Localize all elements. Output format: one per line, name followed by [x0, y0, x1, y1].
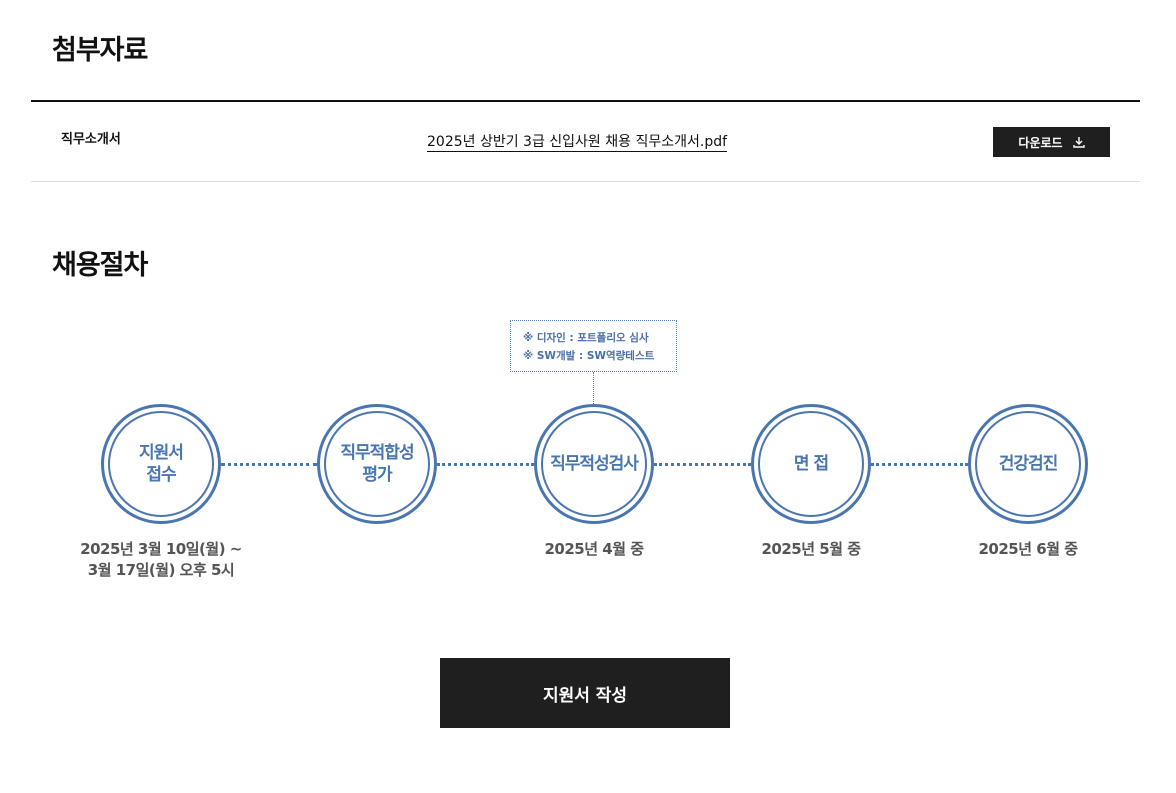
- download-button[interactable]: 다운로드: [993, 127, 1110, 157]
- step-date: 2025년 4월 중: [544, 540, 644, 558]
- step-aptitude-test: 직무적성검사: [534, 404, 654, 524]
- step-job-fit-evaluation: 직무적합성 평가: [317, 404, 437, 524]
- step-label: 지원서 접수: [108, 411, 214, 517]
- attachment-label: 직무소개서: [61, 132, 121, 147]
- note-line: ※ SW개발 : SW역량테스트: [523, 350, 655, 362]
- note-line: ※ 디자인 : 포트폴리오 심사: [523, 332, 649, 344]
- step-label: 건강검진: [975, 411, 1081, 517]
- step-connector: [437, 463, 534, 466]
- aptitude-test-note: ※ 디자인 : 포트폴리오 심사 ※ SW개발 : SW역량테스트: [510, 320, 677, 372]
- download-icon: [1072, 137, 1085, 148]
- process-title: 채용절차: [52, 250, 148, 281]
- step-date: 2025년 3월 10일(월) ~ 3월 17일(월) 오후 5시: [80, 540, 242, 579]
- step-application: 지원서 접수: [101, 404, 221, 524]
- divider: [31, 100, 1140, 102]
- step-label: 면 접: [758, 411, 864, 517]
- attachments-title: 첨부자료: [52, 35, 148, 66]
- divider: [31, 181, 1140, 182]
- step-interview: 면 접: [751, 404, 871, 524]
- step-label: 직무적합성 평가: [324, 411, 430, 517]
- step-label: 직무적성검사: [541, 411, 647, 517]
- download-label: 다운로드: [1018, 135, 1063, 150]
- step-health-check: 건강검진: [968, 404, 1088, 524]
- note-connector: [593, 372, 594, 406]
- attachment-file-link[interactable]: 2025년 상반기 3급 신입사원 채용 직무소개서.pdf: [427, 134, 728, 152]
- step-connector: [221, 463, 317, 466]
- step-connector: [871, 463, 968, 466]
- apply-button[interactable]: 지원서 작성: [440, 658, 730, 728]
- step-connector: [654, 463, 751, 466]
- step-date: 2025년 6월 중: [978, 540, 1078, 558]
- step-date: 2025년 5월 중: [761, 540, 861, 558]
